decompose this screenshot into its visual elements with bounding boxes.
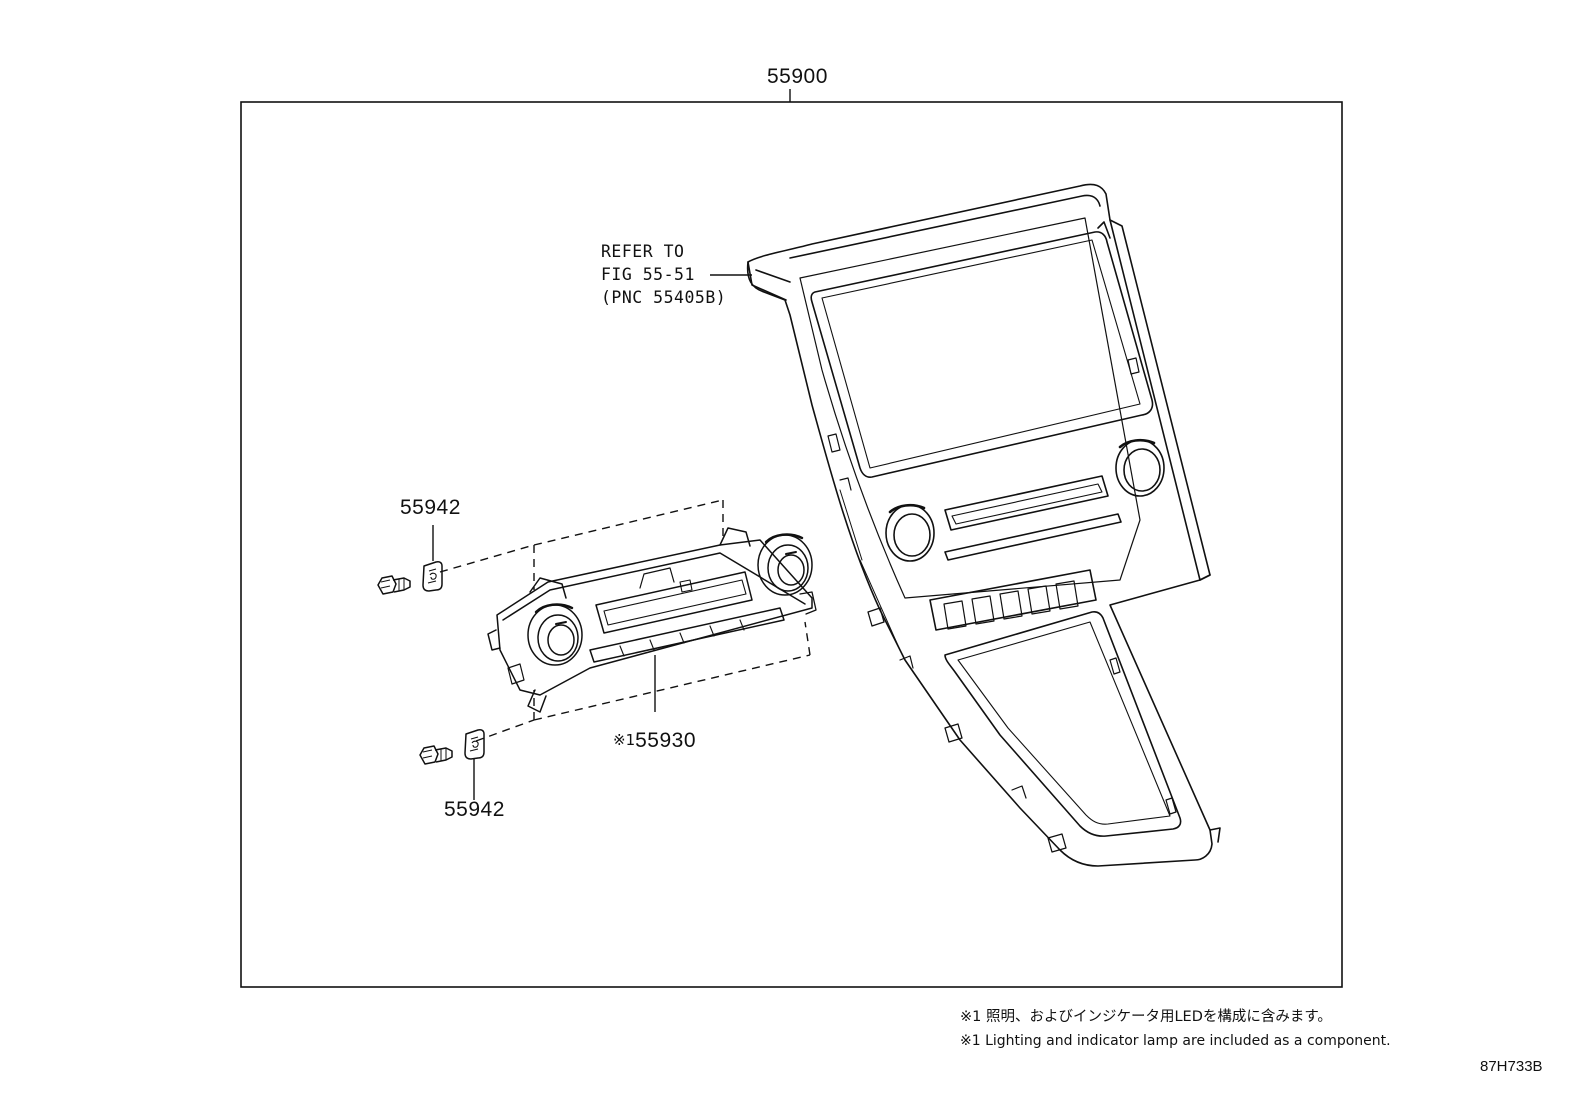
control-unit-mark: ※1 [613,731,636,749]
footnote-english: ※1 Lighting and indicator lamp are inclu… [960,1033,1391,1049]
console-panel-drawing [746,183,1221,867]
lower-screw-drawing [419,745,453,765]
upper-screw-drawing [377,575,411,595]
reference-line-2: FIG 55-51 [601,265,695,284]
assembly-part-number: 55900 [767,65,828,88]
footnote-japanese: ※1 照明、およびインジケータ用LEDを構成に含みます。 [960,1009,1332,1025]
control-unit-part-number: 55930 [635,729,697,752]
lower-clip-drawing [464,729,485,760]
reference-line-3: (PNC 55405B) [601,288,727,307]
reference-line-1: REFER TO [601,242,685,261]
assembly-dashed-lines [439,499,811,742]
assembly-frame [240,101,1343,988]
figure-id: 87H733B [1480,1058,1543,1075]
upper-clip-part-number: 55942 [400,496,461,519]
lower-clip-part-number: 55942 [444,798,505,821]
ac-control-unit-drawing [487,527,817,713]
control-unit-label: ※155930 [605,714,696,751]
upper-clip-drawing [422,561,443,592]
